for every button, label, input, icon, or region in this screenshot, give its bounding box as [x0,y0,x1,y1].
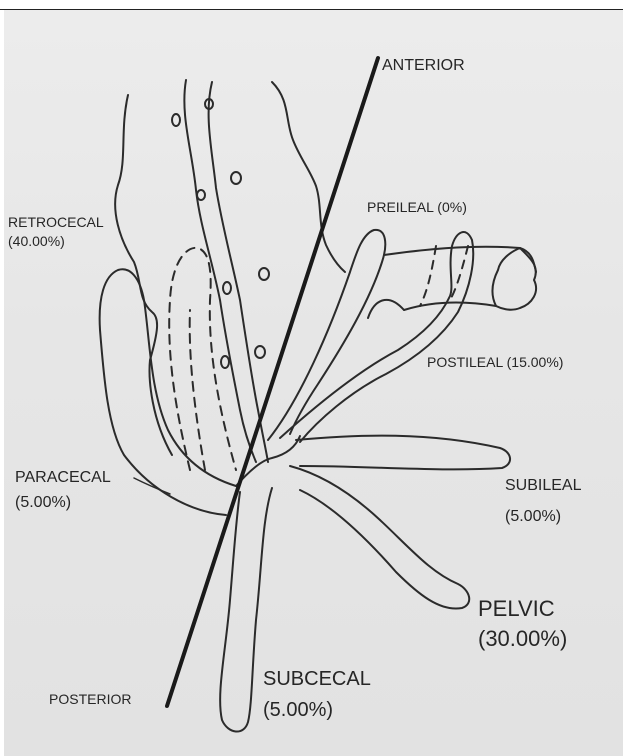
postileal-label: POSTILEAL (15.00%) [427,354,563,370]
pelvic-appendix [290,466,469,609]
ileum-join [368,300,404,318]
subcecal-value: (5.00%) [263,699,333,722]
subcecal-label: SUBCECAL [263,668,371,691]
haustra-circle [221,356,229,368]
postileal-appendix-dashed [420,246,468,306]
paracecal-value: (5.00%) [15,494,71,512]
preileal-label: PREILEAL (0%) [367,199,467,215]
pelvic-value: (30.00%) [478,626,567,651]
retrocecal-value: (40.00%) [8,233,65,249]
haustra-circle [259,268,269,280]
paracecal-appendix [100,269,236,515]
haustra-circle [197,190,205,200]
ileum-cut-end [492,248,536,310]
colon-right-wall [272,82,345,272]
haustra-circle [223,282,231,294]
anterior-label: ANTERIOR [382,57,465,75]
posterior-label: POSTERIOR [49,691,131,707]
ileum-lower-wall [404,303,496,310]
preileal-appendix [268,230,385,440]
retrocecal-label: RETROCECAL [8,214,104,230]
haustra-circle [255,346,265,358]
haustra-circle [172,114,180,126]
pelvic-label: PELVIC [478,596,555,621]
subileal-appendix [296,436,510,470]
retrocecal-appendix-inner [190,310,205,470]
subileal-value: (5.00%) [505,508,561,526]
subileal-label: SUBILEAL [505,477,581,495]
paracecal-label: PARACECAL [15,469,111,487]
paracecal-leader [134,478,170,494]
colon-left-wall [115,95,172,455]
haustra-circle [231,172,241,184]
